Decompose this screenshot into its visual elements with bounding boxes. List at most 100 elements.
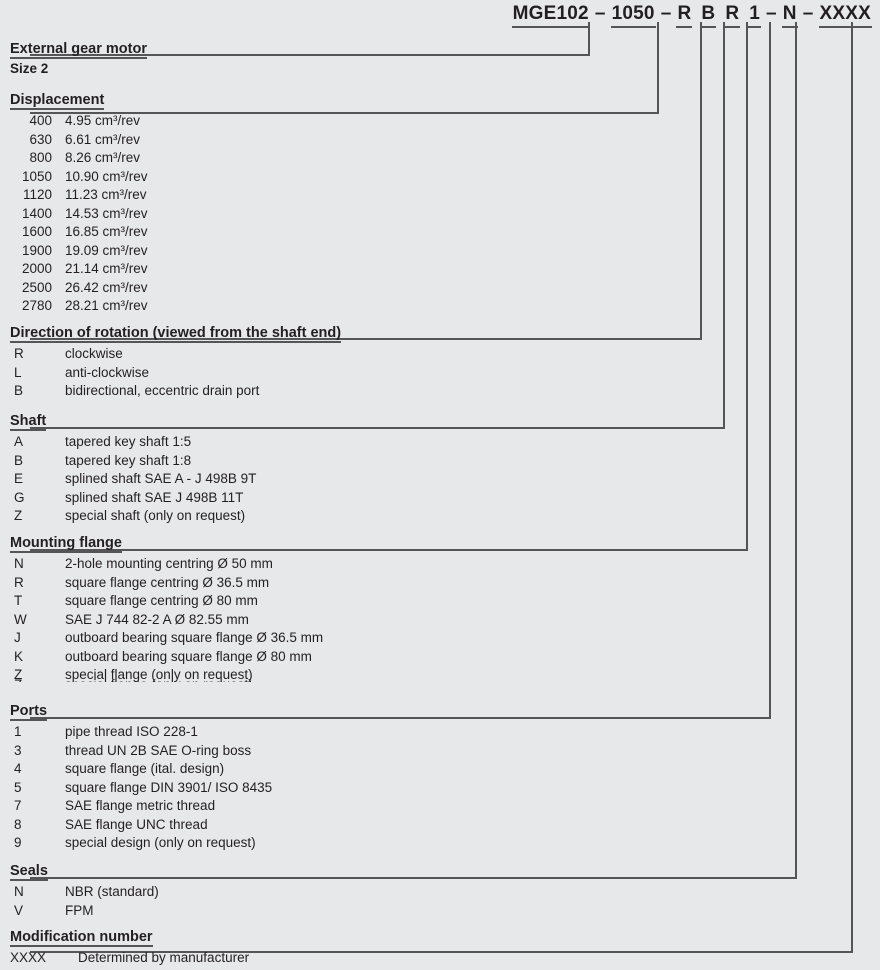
row-code: R (14, 574, 24, 590)
row-code: 400 (29, 113, 52, 128)
table-row: 5 square flange DIN 3901/ ISO 8435 (10, 779, 272, 798)
row-code: 2780 (21, 298, 52, 313)
row-desc: 11.23 cm³/rev (65, 187, 147, 202)
row-desc: 6.61 cm³/rev (65, 131, 141, 147)
row-code: N (14, 556, 24, 571)
row-desc: Determined by manufacturer (78, 950, 250, 965)
leader-rule-modification (30, 951, 853, 953)
row-code: 2000 (21, 261, 52, 276)
row-code: N (14, 884, 24, 899)
row-desc: 10.90 cm³/rev (65, 168, 148, 184)
row-desc: 4.95 cm³/rev (65, 113, 141, 128)
leader-rule-displacement (30, 112, 659, 114)
row-desc: bidirectional, eccentric drain port (65, 383, 260, 398)
section-rotation: Direction of rotation (viewed from the s… (10, 324, 342, 401)
row-desc: splined shaft SAE J 498B 11T (65, 489, 244, 505)
ordering-code: MGE102 – 1050 – R B R 1 – N – XXXX (511, 3, 872, 28)
row-desc: SAE flange UNC thread (65, 816, 208, 832)
row-desc: 8.26 cm³/rev (65, 150, 141, 165)
row-code: XXXX (10, 950, 47, 965)
row-code: R (14, 346, 24, 361)
row-code: W (14, 611, 27, 627)
row-desc: special flange (only on request) (65, 667, 253, 682)
row-desc: SAE flange metric thread (65, 798, 216, 813)
section-heading-modification-number: Modification number (10, 929, 153, 947)
section-heading-shaft: Shaft (10, 413, 47, 431)
row-desc: pipe thread ISO 228-1 (65, 724, 198, 739)
row-desc: 26.42 cm³/rev (65, 279, 148, 295)
table-row: 8 SAE flange UNC thread (10, 816, 272, 835)
section-mounting-flange: Mounting flange N 2-hole mounting centrin… (10, 534, 323, 685)
section-heading-mounting-flange: Mounting flange (10, 535, 122, 553)
row-code: 630 (29, 131, 52, 147)
leader-line-seals (795, 22, 797, 877)
row-code: 1050 (21, 168, 52, 184)
leader-rule-series (30, 54, 590, 56)
row-code: 1400 (21, 205, 52, 221)
code-dash-1: – (594, 3, 606, 24)
table-row: 7 SAE flange metric thread (10, 797, 272, 816)
size-label: Size 2 (10, 61, 49, 76)
row-code: 800 (29, 150, 52, 165)
leader-rule-ports (30, 717, 771, 719)
displacement-rows: 400 4.95 cm³/rev 630 6.61 cm³/rev 800 8.26 … (10, 112, 148, 316)
row-desc: clockwise (65, 346, 123, 361)
code-dash-4: – (802, 3, 814, 24)
row-code: 2500 (21, 279, 52, 295)
leader-line-series (588, 22, 590, 54)
row-desc: square flange (ital. design) (65, 761, 225, 776)
row-code: 7 (14, 798, 22, 813)
row-desc: 21.14 cm³/rev (65, 261, 148, 276)
leader-line-ports (769, 22, 771, 717)
section-heading-displacement: Displacement (10, 92, 105, 110)
row-desc: square flange DIN 3901/ ISO 8435 (65, 779, 273, 795)
table-row: 800 8.26 cm³/rev (10, 149, 148, 168)
row-desc: FPM (65, 902, 94, 918)
code-segment-rotation: R (676, 3, 693, 28)
leader-line-mounting-flange (746, 22, 748, 549)
leader-line-shaft (723, 22, 725, 427)
row-desc: 2-hole mounting centring Ø 50 mm (65, 556, 273, 571)
row-code: 8 (14, 816, 22, 832)
row-desc: tapered key shaft 1:5 (65, 434, 192, 449)
row-code: Z (14, 508, 23, 523)
section-modification-number: Modification number XXXX Determined by ma… (10, 928, 249, 968)
row-desc: 14.53 cm³/rev (65, 205, 148, 221)
table-row: 1050 10.90 cm³/rev (10, 168, 148, 187)
leader-line-modification (851, 22, 853, 951)
row-desc: 16.85 cm³/rev (65, 224, 148, 239)
row-code: T (14, 593, 23, 608)
code-dash-2: – (660, 3, 672, 24)
row-code: B (14, 452, 24, 468)
row-desc: tapered key shaft 1:8 (65, 452, 192, 468)
code-segment-ports: 1 (748, 3, 762, 28)
row-code: 5 (14, 779, 22, 795)
row-code: A (14, 434, 24, 449)
code-segment-displacement: 1050 (610, 3, 656, 28)
section-heading-ports: Ports (10, 703, 48, 721)
row-code: 1 (14, 724, 22, 739)
leader-line-displacement (657, 22, 659, 112)
